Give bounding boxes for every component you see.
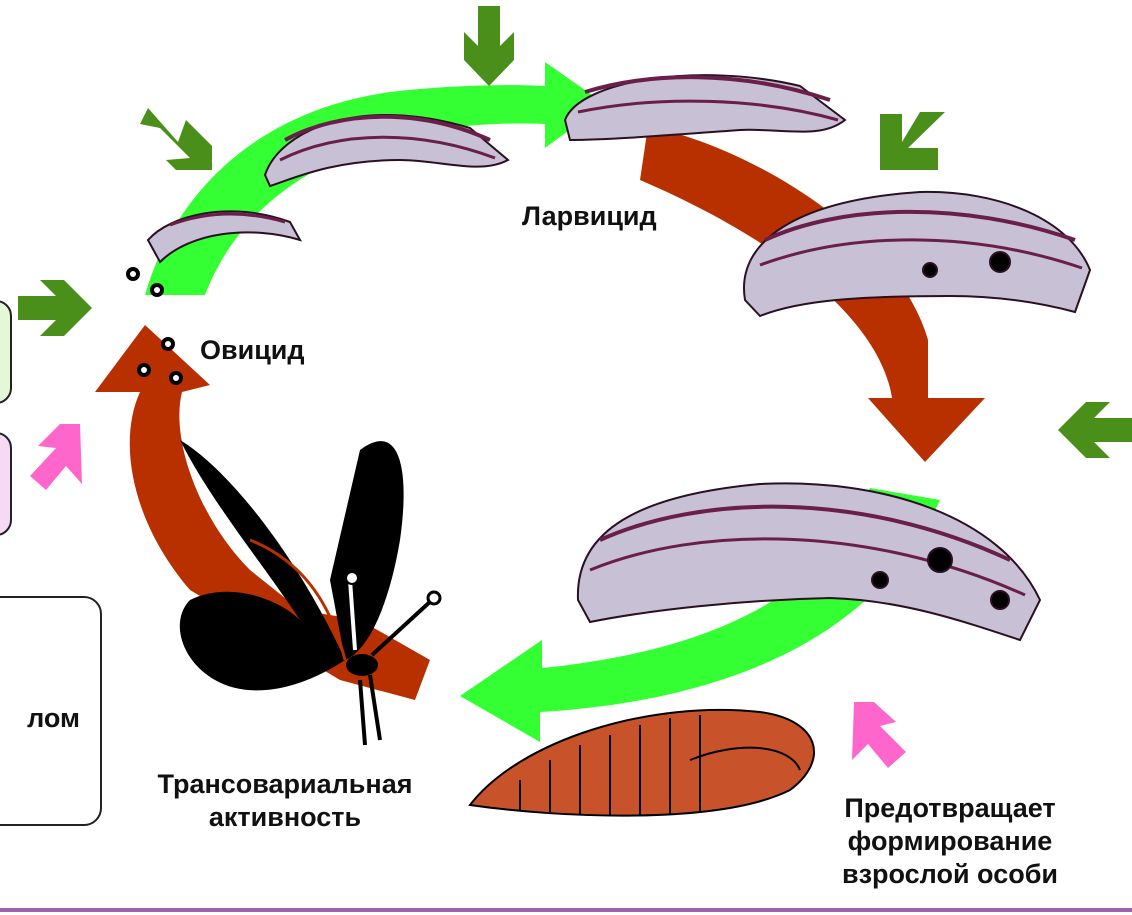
green-arrow-icon-2 [464,6,514,86]
transovarial-line-2: активность [110,801,460,834]
green-arrow-top [145,62,605,295]
transovarial-line-1: Трансовариальная [110,768,460,801]
green-arrow-icon-5 [1058,402,1132,458]
prevents-line-1: Предотвращает [770,792,1130,825]
transovarial-label: Трансовариальная активность [110,768,460,834]
pink-arrow-icon-1 [30,424,82,490]
green-arrow-icon-3 [880,112,945,170]
prevents-line-3: взрослой особи [770,858,1130,891]
larva-icon-3 [565,75,845,140]
butterfly-icon [180,440,440,745]
green-arrow-icon-1 [140,108,212,170]
ovicide-label: Овицид [200,334,305,367]
green-arrow-icon-4 [18,280,92,336]
pink-arrow-icon-2 [852,702,906,768]
larvicide-label: Ларвицид [522,200,657,233]
prevents-line-2: формирование [770,825,1130,858]
prevents-label: Предотвращает формирование взрослой особ… [770,792,1130,891]
